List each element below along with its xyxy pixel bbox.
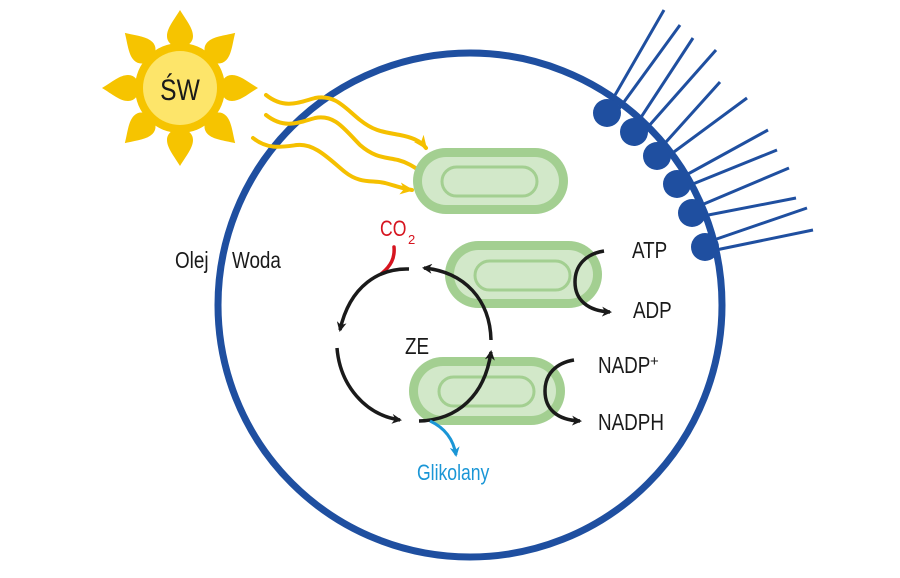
lipid-tail <box>662 96 748 162</box>
sun-ray <box>102 75 139 101</box>
water-label: Woda <box>232 248 281 273</box>
lipid-head <box>643 142 671 170</box>
lipid-tail <box>676 128 769 182</box>
nadp-text: NADP <box>598 353 650 378</box>
glycolates-label: Glikolany <box>417 461 489 485</box>
lipid-head <box>593 99 621 127</box>
lipid-tail <box>691 166 790 211</box>
lipid-tail <box>611 24 682 118</box>
sun-ray <box>167 129 193 166</box>
lipid-layer <box>593 9 814 261</box>
sun-ray <box>167 10 193 47</box>
cycle-arrow <box>335 347 402 424</box>
lipid-tail <box>710 228 814 253</box>
sun-ray <box>204 32 236 64</box>
sun-ray <box>124 112 156 144</box>
co2-text: CO <box>380 217 406 241</box>
sun-ray <box>124 32 156 64</box>
sun-core <box>143 51 217 125</box>
nadp-superscript: + <box>650 353 659 370</box>
lipid-tail <box>697 196 797 219</box>
adp-label: ADP <box>633 298 672 323</box>
cell-membrane <box>214 49 726 561</box>
sun-rays <box>102 10 258 166</box>
sun-label: ŚW <box>160 72 200 107</box>
light-ray <box>251 136 414 195</box>
co2-subscript: 2 <box>408 232 415 247</box>
lipid-molecule <box>643 80 748 170</box>
lipid-tail <box>655 80 722 154</box>
sun-ray <box>221 75 258 101</box>
nadp-label: NADP + <box>598 353 659 378</box>
lipid-tail <box>682 148 778 190</box>
sun-icon: ŚW <box>102 10 258 166</box>
lipid-molecule <box>691 206 814 261</box>
co2-label: CO 2 <box>380 217 415 247</box>
oil-label: Olej <box>175 248 209 273</box>
lipid-molecule <box>663 128 778 198</box>
light-ray <box>264 93 428 150</box>
lipid-tail <box>605 9 666 110</box>
light-rays <box>251 93 430 195</box>
sun-ray <box>204 112 236 144</box>
light-ray <box>264 113 430 178</box>
nadph-label: NADPH <box>598 410 664 435</box>
lipid-head <box>620 118 648 146</box>
calvin-cycle <box>335 263 495 424</box>
lipid-tail <box>638 49 718 137</box>
lipid-head <box>678 199 706 227</box>
lipid-molecule <box>678 166 797 227</box>
glycolates-arrow <box>429 419 460 457</box>
lipid-tail <box>704 206 808 245</box>
lipid-head <box>691 233 719 261</box>
cycle-label: ZE <box>405 334 429 359</box>
thylakoid-1 <box>413 148 568 214</box>
lipid-tail <box>632 37 695 129</box>
thylakoid-2 <box>445 241 602 308</box>
cycle-arrow <box>336 267 410 332</box>
cycle-arrow <box>422 263 493 341</box>
thylakoid-3 <box>409 357 565 425</box>
atp-conversion-arrow <box>573 249 612 317</box>
lipid-head <box>663 170 691 198</box>
lipid-molecule <box>620 37 718 146</box>
lipid-molecule <box>593 9 682 127</box>
nadp-conversion-arrow <box>543 358 582 426</box>
atp-label: ATP <box>632 238 667 263</box>
